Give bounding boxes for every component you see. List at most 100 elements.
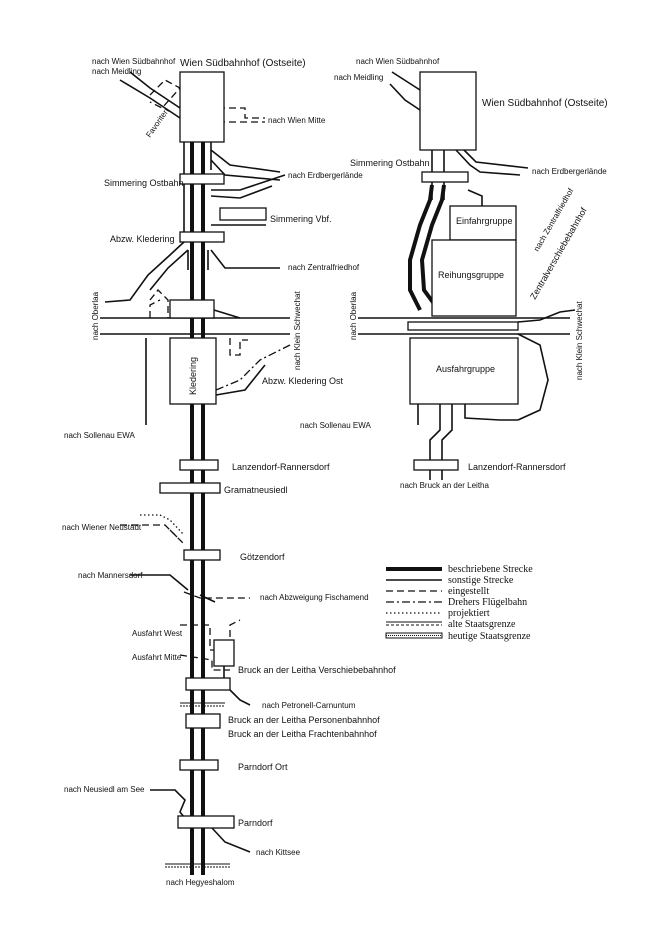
legend-label-other: sonstige Strecke bbox=[448, 575, 514, 586]
legend-label-drehers: Drehers Flügelbahn bbox=[448, 597, 527, 608]
fischamend-stub bbox=[199, 594, 216, 603]
r-lanzendorf-box bbox=[413, 459, 459, 471]
label-abzw-kledering-ost: Abzw. Kledering Ost bbox=[262, 376, 344, 386]
label-nach-oberlaa: nach Oberlaa bbox=[91, 291, 100, 340]
upper-right-diag bbox=[213, 309, 241, 319]
label-abzw-kledering: Abzw. Kledering bbox=[110, 234, 175, 244]
legend-label-old-border: alte Staatsgrenze bbox=[448, 619, 516, 630]
r-wien-sbf-box bbox=[419, 71, 477, 151]
dash-gramat bbox=[169, 529, 186, 546]
line-to-petronell bbox=[229, 689, 251, 706]
legend-item-new-border: heutige Staatsgrenze bbox=[385, 631, 531, 642]
label-nach-petronell: nach Petronell-Carnuntum bbox=[262, 701, 356, 710]
label-nach-klein-schwechat: nach Klein Schwechat bbox=[293, 291, 302, 370]
line-to-fischamend-abandoned bbox=[183, 591, 250, 599]
label-nach-zentralfriedhof: nach Zentralfriedhof bbox=[288, 263, 360, 272]
r-label-simmering-ostbahn: Simmering Ostbahn bbox=[350, 158, 430, 168]
left-diagram: nach Wien Südbahnhof nach Meidling Wien … bbox=[62, 57, 396, 887]
r-main-track-1 bbox=[408, 184, 434, 311]
label-nach-erdberg: nach Erdbergerlände bbox=[288, 171, 363, 180]
line-from-wien-sbf bbox=[129, 71, 181, 109]
r-label-nach-meidling: nach Meidling bbox=[334, 73, 383, 82]
label-nach-sollenau: nach Sollenau EWA bbox=[64, 431, 136, 440]
label-simmering-vbf: Simmering Vbf. bbox=[270, 214, 332, 224]
kledering-ost-line bbox=[215, 364, 266, 396]
r-link-einfahr bbox=[467, 189, 483, 206]
r-line-from-meidling bbox=[389, 83, 421, 111]
label-ausfahrt-mitte: Ausfahrt Mitte bbox=[132, 653, 182, 662]
oberlaa-abandoned-stub bbox=[149, 299, 161, 318]
line-to-zentralfriedhof bbox=[210, 249, 280, 269]
label-nach-mannersdorf: nach Mannersdorf bbox=[78, 571, 143, 580]
legend-item-old-border: alte Staatsgrenze bbox=[386, 619, 516, 630]
label-ausfahrt-west: Ausfahrt West bbox=[132, 629, 183, 638]
line-to-wr-neustadt-projected bbox=[140, 514, 185, 536]
label-parndorf: Parndorf bbox=[238, 818, 273, 828]
r-label-einfahrgruppe: Einfahrgruppe bbox=[456, 216, 513, 226]
right-diagram: nach Wien Südbahnhof nach Meidling Wien … bbox=[300, 57, 608, 490]
drehers-fluegelbahn bbox=[215, 344, 291, 391]
goetzendorf-box bbox=[183, 549, 221, 561]
bruck-pbf-box bbox=[185, 713, 221, 729]
einfahrgruppe-box bbox=[449, 205, 517, 241]
label-goetzendorf: Götzendorf bbox=[240, 552, 285, 562]
label-nach-fischamend: nach Abzweigung Fischamend bbox=[260, 593, 369, 602]
simmering-vbf-box bbox=[219, 207, 267, 221]
abzw-kledering-box bbox=[179, 231, 225, 243]
label-nach-meidling: nach Meidling bbox=[92, 67, 141, 76]
legend-label-described: beschriebene Strecke bbox=[448, 564, 533, 575]
kledering-upper-box bbox=[169, 299, 215, 319]
bruck-vbf-box bbox=[185, 677, 231, 691]
legend-item-projected: projektiert bbox=[386, 608, 490, 619]
r-label-nach-klein-schwechat: nach Klein Schwechat bbox=[575, 301, 584, 380]
r-line-to-erdberg bbox=[455, 149, 521, 176]
label-nach-hegyeshalom: nach Hegyeshalom bbox=[166, 878, 235, 887]
r-track-4 bbox=[441, 404, 453, 462]
legend-item-drehers: Drehers Flügelbahn bbox=[386, 597, 527, 608]
label-lanzendorf: Lanzendorf-Rannersdorf bbox=[232, 462, 330, 472]
label-kledering: Kledering bbox=[188, 357, 198, 395]
wien-sbf-station-box bbox=[179, 71, 225, 143]
ausfahrgruppe-box bbox=[409, 337, 519, 405]
old-border-marker bbox=[180, 702, 225, 707]
label-bruck-pbf: Bruck an der Leitha Personenbahnhof bbox=[228, 715, 380, 725]
r-label-nach-erdberg: nach Erdbergerlände bbox=[532, 167, 607, 176]
r-main-track-2 bbox=[419, 184, 446, 314]
r-line-to-erdberg-2 bbox=[463, 149, 529, 169]
line-to-mannersdorf bbox=[130, 574, 189, 591]
line-to-neusiedl bbox=[150, 789, 189, 823]
new-border-marker bbox=[165, 863, 230, 868]
legend-label-new-border: heutige Staatsgrenze bbox=[448, 631, 531, 642]
r-track-5 bbox=[464, 404, 518, 421]
line-to-oberlaa-curve-2 bbox=[149, 249, 189, 291]
legend-item-described: beschriebene Strecke bbox=[386, 564, 533, 575]
r-label-ausfahrgruppe: Ausfahrgruppe bbox=[436, 364, 495, 374]
line-to-kittsee bbox=[211, 827, 251, 853]
legend: beschriebene Strecke sonstige Strecke ei… bbox=[385, 564, 533, 642]
simmering-ostbahn-box bbox=[179, 173, 225, 185]
legend-label-projected: projektiert bbox=[448, 608, 490, 619]
ausfahrt-mitte-abandoned bbox=[179, 654, 230, 671]
line-from-meidling bbox=[119, 79, 181, 119]
label-nach-wien-mitte: nach Wien Mitte bbox=[268, 116, 326, 125]
r-crossing-box bbox=[407, 321, 519, 331]
reihungsgruppe-box bbox=[431, 239, 517, 317]
label-nach-wien-sbf: nach Wien Südbahnhof bbox=[92, 57, 176, 66]
r-label-lanzendorf: Lanzendorf-Rannersdorf bbox=[468, 462, 566, 472]
r-label-nach-bruck: nach Bruck an der Leitha bbox=[400, 481, 489, 490]
label-nach-kittsee: nach Kittsee bbox=[256, 848, 301, 857]
line-simmering-vbf-2 bbox=[210, 185, 273, 199]
kledering-yard-box bbox=[169, 337, 217, 405]
label-wien-sbf: Wien Südbahnhof (Ostseite) bbox=[180, 58, 306, 69]
label-bruck-vbf: Bruck an der Leitha Verschiebebahnhof bbox=[238, 665, 396, 675]
gramatneusiedl-box bbox=[159, 482, 221, 494]
ausfahrt-west-abandoned bbox=[180, 619, 241, 651]
label-favoriten: Favoriten bbox=[144, 107, 171, 139]
r-line-loop-east bbox=[517, 333, 549, 421]
r-label-nach-oberlaa: nach Oberlaa bbox=[349, 291, 358, 340]
parndorf-ort-box bbox=[179, 759, 219, 771]
label-simmering-ostbahn: Simmering Ostbahn bbox=[104, 178, 184, 188]
bruck-vbf-yard-box bbox=[213, 639, 235, 667]
label-nach-neusiedl: nach Neusiedl am See bbox=[64, 785, 145, 794]
oberlaa-abandoned-loop bbox=[149, 289, 169, 318]
